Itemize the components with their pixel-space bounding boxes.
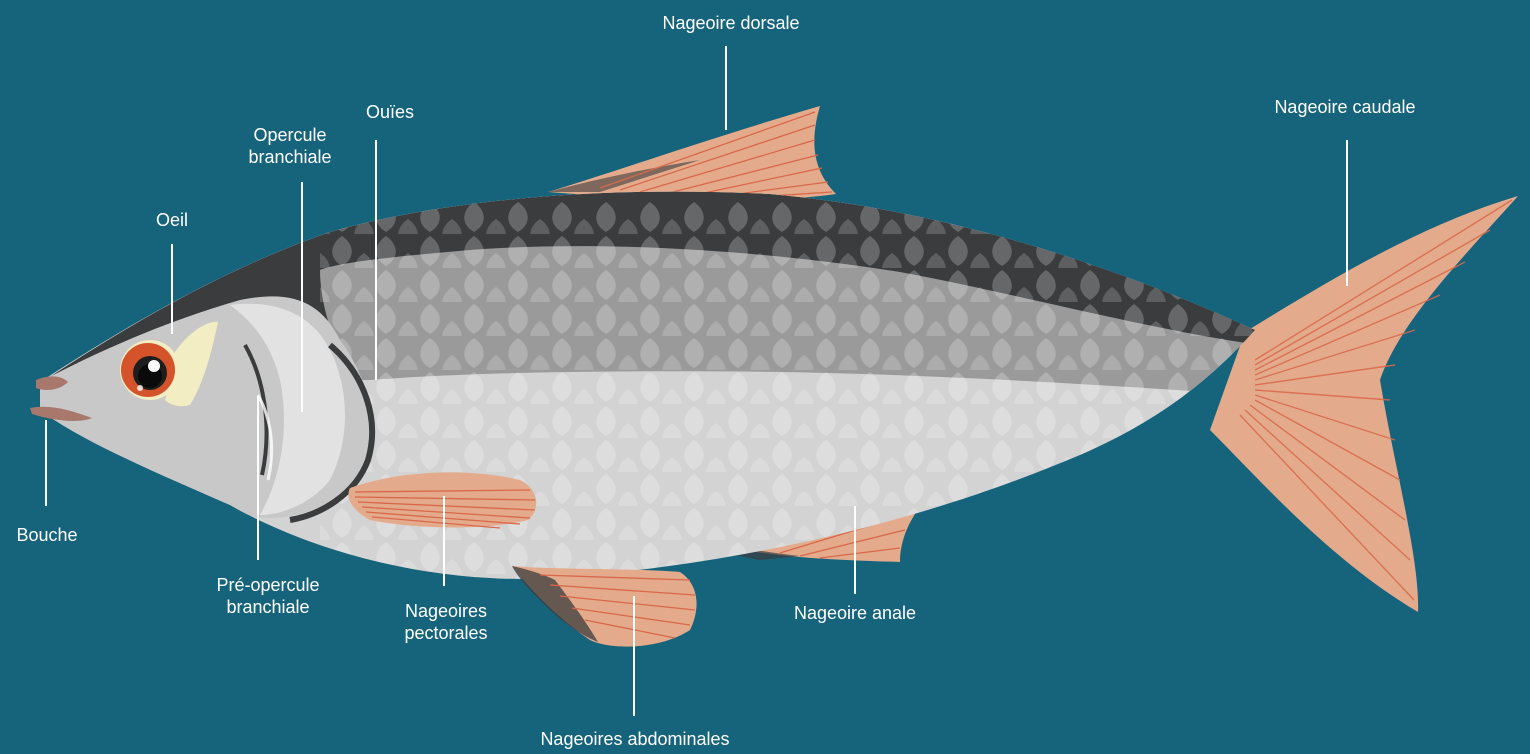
label-mouth: Bouche xyxy=(6,524,88,546)
label-gills: Ouïes xyxy=(350,101,430,123)
label-anal-fin: Nageoire anale xyxy=(772,602,938,624)
label-operculum-line1: Opercule xyxy=(228,124,352,146)
label-mouth-text: Bouche xyxy=(6,524,88,546)
pectoral-fin xyxy=(348,472,536,528)
label-dorsal-fin: Nageoire dorsale xyxy=(646,12,816,34)
label-pectoral-fins-line2: pectorales xyxy=(386,622,506,644)
label-caudal-fin-text: Nageoire caudale xyxy=(1250,96,1440,118)
label-preoperculum: Pré-opercule branchiale xyxy=(198,574,338,618)
label-abdominal-fins-text: Nageoires abdominales xyxy=(520,728,750,750)
label-operculum-line2: branchiale xyxy=(228,146,352,168)
label-pectoral-fins-line1: Nageoires xyxy=(386,600,506,622)
label-eye: Oeil xyxy=(142,209,202,231)
label-gills-text: Ouïes xyxy=(350,101,430,123)
label-operculum: Opercule branchiale xyxy=(228,124,352,168)
label-abdominal-fins: Nageoires abdominales xyxy=(520,728,750,750)
label-anal-fin-text: Nageoire anale xyxy=(772,602,938,624)
label-preoperculum-line2: branchiale xyxy=(198,596,338,618)
label-pectoral-fins: Nageoires pectorales xyxy=(386,600,506,644)
label-caudal-fin: Nageoire caudale xyxy=(1250,96,1440,118)
eye xyxy=(120,340,180,400)
label-dorsal-fin-text: Nageoire dorsale xyxy=(646,12,816,34)
label-eye-text: Oeil xyxy=(142,209,202,231)
label-preoperculum-line1: Pré-opercule xyxy=(198,574,338,596)
